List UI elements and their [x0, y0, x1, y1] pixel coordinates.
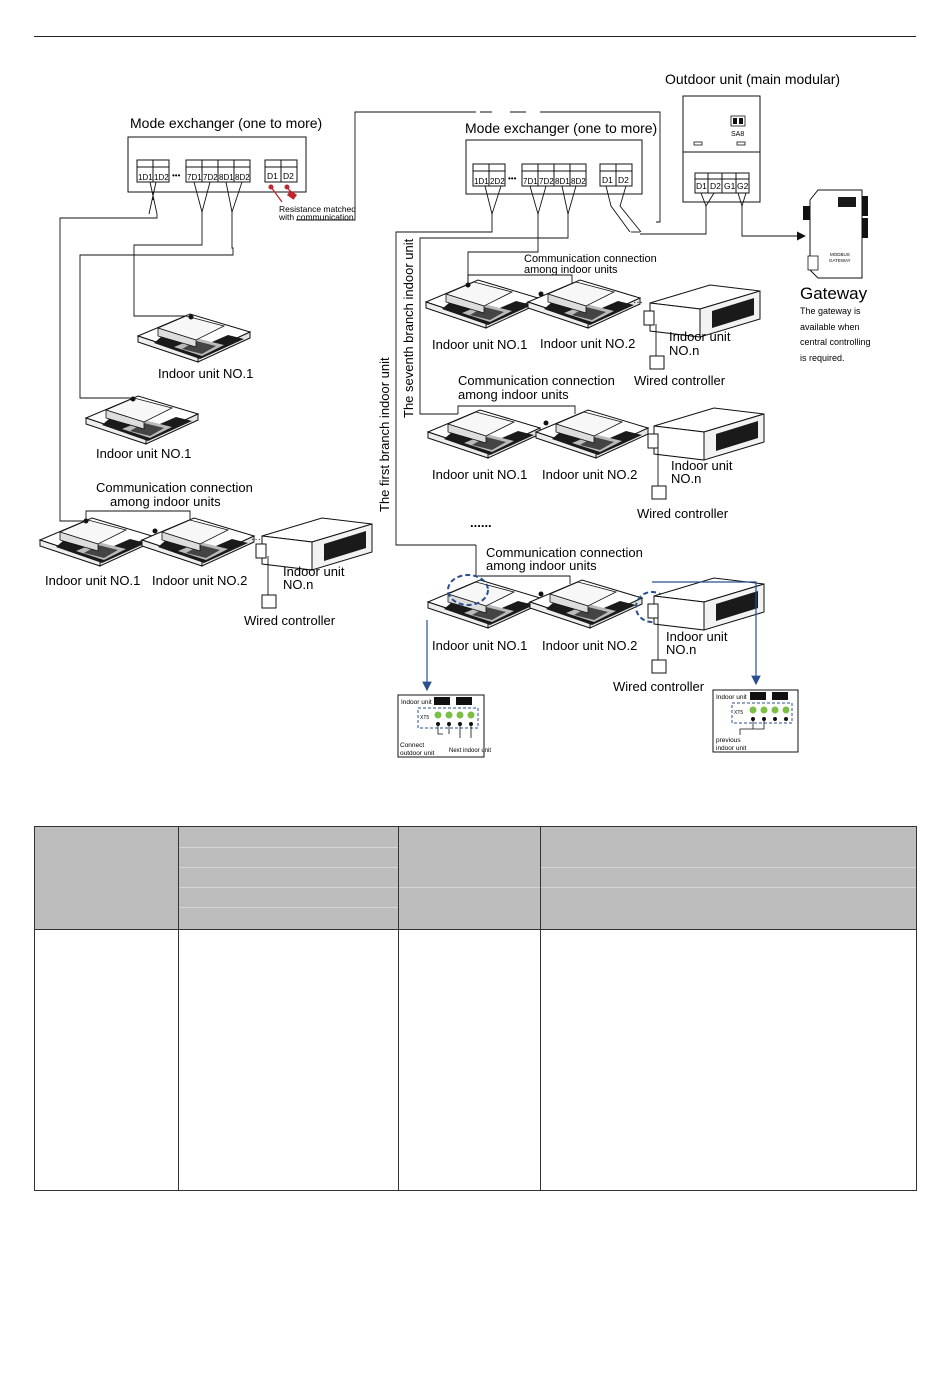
gateway-title: Gateway [800, 284, 868, 303]
right-port-1d1: 1D1 [474, 177, 489, 186]
left-indoor-non-2: NO.n [283, 577, 313, 592]
outdoor-port-d1: D1 [696, 181, 707, 191]
gateway-device-label-1: MODBUS [830, 252, 850, 257]
wiring-diagram: Mode exchanger (one to more) 1D1 1D2 •••… [39, 71, 871, 758]
table-header-cell-3 [398, 826, 541, 930]
right-indoor-no1-a: Indoor unit NO.1 [432, 337, 527, 352]
gateway-note-1: The gateway is [800, 306, 861, 316]
spec-table [34, 826, 917, 1191]
right-comm-connection-a1: Communication connection [524, 253, 657, 265]
right-indoor-non-c1: Indoor unit [666, 629, 728, 644]
gateway-note-2: available when [800, 322, 860, 332]
right-indoor-no2-c: Indoor unit NO.2 [542, 638, 637, 653]
left-indoor-non-1: Indoor unit [283, 564, 345, 579]
right-terminal-title: Indoor unit [716, 694, 747, 701]
left-dots: ··· [251, 534, 261, 545]
left-mode-exchanger-title: Mode exchanger (one to more) [130, 115, 322, 131]
table-header-row [34, 826, 917, 930]
table-header-cell-4 [540, 826, 917, 930]
right-indoor-non-a1: Indoor unit [669, 329, 731, 344]
gateway-note-3: central controlling [800, 337, 871, 347]
table-cell-4 [540, 929, 917, 1191]
right-indoor-no1-c: Indoor unit NO.1 [432, 638, 527, 653]
right-indoor-non-a2: NO.n [669, 343, 699, 358]
right-indoor-no2-a: Indoor unit NO.2 [540, 336, 635, 351]
right-comm-connection-a2: among indoor units [524, 264, 618, 276]
right-port-8d2: 8D2 [571, 177, 586, 186]
right-port-7d1: 7D1 [523, 177, 538, 186]
resistance-note-1: Resistance matched [279, 204, 356, 214]
right-port-2d2: 2D2 [490, 177, 505, 186]
right-comm-connection-c2: among indoor units [486, 558, 597, 573]
left-port-1d1: 1D1 [138, 173, 153, 182]
gateway-device-label-2: GATEWAY [829, 258, 851, 263]
left-indoor-no1-b: Indoor unit NO.1 [96, 446, 191, 461]
gateway-note-4: is required. [800, 353, 845, 363]
table-row [34, 929, 917, 1191]
left-d1: D1 [267, 171, 278, 181]
right-d1: D1 [602, 175, 613, 185]
outdoor-port-g1: G1 [724, 181, 736, 191]
left-comm-connection-1: Communication connection [96, 480, 253, 495]
left-port-7d1: 7D1 [187, 173, 202, 182]
right-comm-connection-b1: Communication connection [458, 373, 615, 388]
continuation-dots: ...... [470, 515, 492, 530]
left-d2: D2 [283, 171, 294, 181]
right-wired-controller-b: Wired controller [637, 506, 729, 521]
outdoor-port-d2: D2 [710, 181, 721, 191]
right-indoor-no1-b: Indoor unit NO.1 [432, 467, 527, 482]
left-terminal-xt5: XT5 [420, 715, 429, 721]
right-d2: D2 [618, 175, 629, 185]
left-terminal-title: Indoor unit [401, 699, 432, 706]
right-indoor-non-b2: NO.n [671, 471, 701, 486]
left-terminal-caption-2: outdoor unit [400, 750, 435, 757]
left-terminal-caption-1: Connect [400, 742, 424, 749]
left-port-1d2: 1D2 [154, 173, 169, 182]
outdoor-port-g2: G2 [737, 181, 749, 191]
left-comm-connection-2: among indoor units [110, 494, 221, 509]
left-indoor-no1-a: Indoor unit NO.1 [158, 366, 253, 381]
right-mode-exchanger-title: Mode exchanger (one to more) [465, 120, 657, 136]
outdoor-unit-title: Outdoor unit (main modular) [665, 71, 840, 87]
resistance-note-2: with communication [278, 212, 354, 222]
right-comm-connection-b2: among indoor units [458, 387, 569, 402]
left-ellipsis: ••• [172, 171, 181, 180]
left-indoor-no1-c: Indoor unit NO.1 [45, 573, 140, 588]
table-header-cell-2 [178, 826, 399, 930]
table-cell-2 [178, 929, 399, 1191]
right-ellipsis: ••• [508, 174, 517, 183]
table-cell-1 [34, 929, 179, 1191]
table-header-cell-1 [34, 826, 179, 930]
right-terminal-caption-2: indoor unit [716, 745, 747, 752]
left-indoor-no2: Indoor unit NO.2 [152, 573, 247, 588]
right-terminal-xt5: XT5 [734, 710, 743, 716]
right-terminal-caption-1: previous [716, 737, 741, 744]
left-port-8d1: 8D1 [219, 173, 234, 182]
right-indoor-non-c2: NO.n [666, 642, 696, 657]
left-port-8d2: 8D2 [235, 173, 250, 182]
right-port-8d1: 8D1 [555, 177, 570, 186]
right-indoor-no2-b: Indoor unit NO.2 [542, 467, 637, 482]
right-terminal-inset [712, 689, 799, 753]
table-cell-3 [398, 929, 541, 1191]
left-terminal-caption-3: Next indoor unit [449, 748, 491, 754]
right-dots-a: ··· [633, 297, 643, 308]
seventh-branch-label: The seventh branch indoor unit [401, 238, 416, 418]
first-branch-label: The first branch indoor unit [377, 357, 392, 512]
header-rule [34, 36, 916, 37]
right-indoor-non-b1: Indoor unit [671, 458, 733, 473]
outdoor-switch-label: SA8 [731, 131, 744, 138]
right-wired-controller-a: Wired controller [634, 373, 726, 388]
right-wired-controller-c: Wired controller [613, 679, 705, 694]
left-port-7d2: 7D2 [203, 173, 218, 182]
right-comm-connection-c1: Communication connection [486, 545, 643, 560]
right-port-7d2: 7D2 [539, 177, 554, 186]
left-wired-controller: Wired controller [244, 613, 336, 628]
left-terminal-inset [397, 694, 485, 758]
